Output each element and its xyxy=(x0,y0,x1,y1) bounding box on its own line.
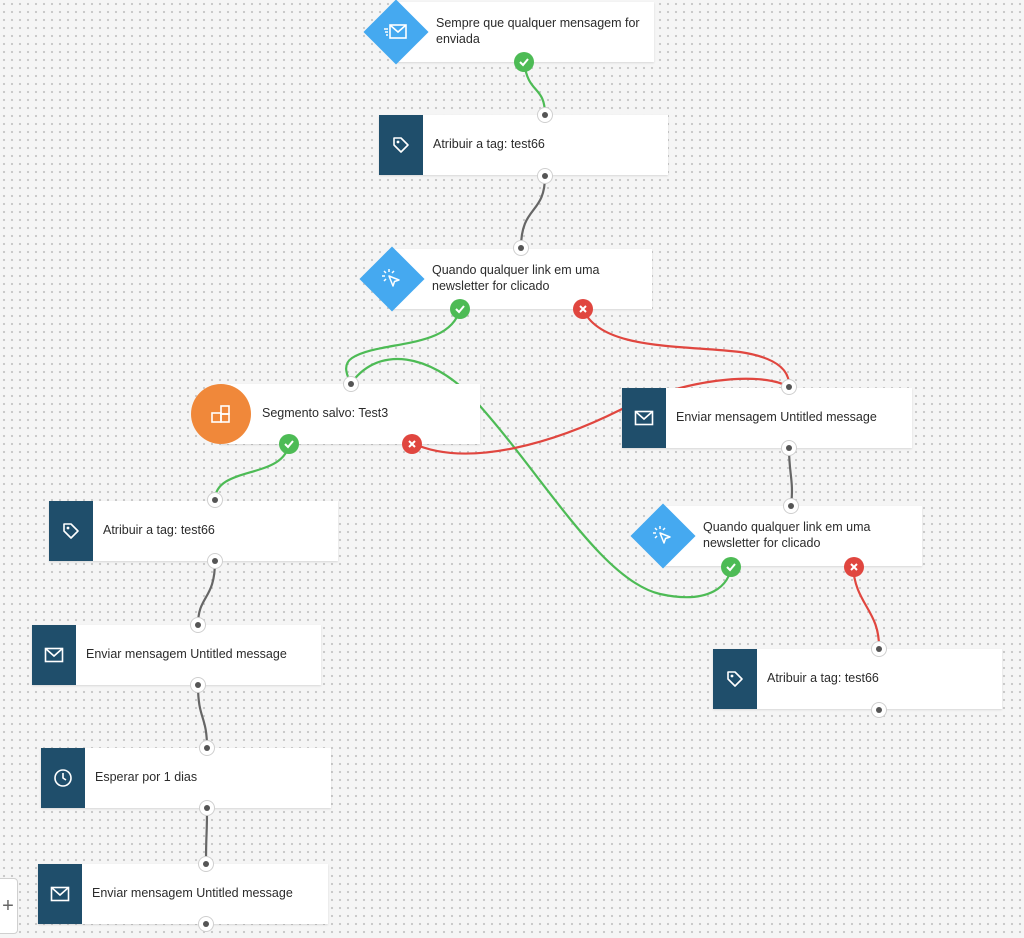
connector-linktrigger-no-to-send xyxy=(581,308,791,388)
yes-badge xyxy=(514,52,534,72)
envelope-icon xyxy=(634,410,654,426)
segment-condition-node[interactable]: Segmento salvo: Test3 xyxy=(220,384,480,444)
x-icon xyxy=(850,563,858,571)
node-label: Segmento salvo: Test3 xyxy=(262,406,389,421)
input-port[interactable] xyxy=(513,240,529,256)
segment-blocks-icon xyxy=(211,405,230,423)
node-label: Enviar mensagem Untitled message xyxy=(92,886,293,901)
input-port[interactable] xyxy=(871,641,887,657)
yes-badge xyxy=(721,557,741,577)
output-port[interactable] xyxy=(781,440,797,456)
connector-segment-yes-to-tag xyxy=(213,442,291,501)
yes-badge xyxy=(279,434,299,454)
node-label: Atribuir a tag: test66 xyxy=(433,137,545,152)
check-icon xyxy=(726,563,736,572)
connector-send-to-wait xyxy=(196,684,209,749)
trigger-message-sent-diamond xyxy=(363,0,429,65)
input-port[interactable] xyxy=(783,498,799,514)
tag-icon xyxy=(727,671,743,687)
node-label: Atribuir a tag: test66 xyxy=(103,523,215,538)
no-badge xyxy=(573,299,593,319)
envelope-icon-box xyxy=(38,864,82,924)
connector-tag-to-send xyxy=(196,560,217,626)
tag-icon-box xyxy=(49,501,93,561)
input-port[interactable] xyxy=(190,617,206,633)
envelope-icon-box xyxy=(32,625,76,685)
output-port[interactable] xyxy=(198,916,214,932)
tag-icon xyxy=(393,137,409,153)
trigger-link-click-diamond xyxy=(630,503,696,569)
cursor-click-icon xyxy=(653,526,671,544)
connector-linktrigger2-no-to-tag xyxy=(851,565,881,650)
tag-icon-box xyxy=(713,649,757,709)
output-port[interactable] xyxy=(871,702,887,718)
trigger-link-click-node[interactable]: Quando qualquer link em uma newsletter f… xyxy=(392,249,652,309)
input-port[interactable] xyxy=(781,379,797,395)
tag-action-node[interactable]: Atribuir a tag: test66 xyxy=(713,649,1002,709)
output-port[interactable] xyxy=(207,553,223,569)
node-label: Sempre que qualquer mensagem for enviada xyxy=(436,16,640,46)
output-port[interactable] xyxy=(199,800,215,816)
node-label: Esperar por 1 dias xyxy=(95,770,198,785)
connector-tag-to-linktrigger xyxy=(519,175,547,249)
tag-icon-box xyxy=(379,115,423,175)
cursor-click-icon xyxy=(382,269,400,287)
send-message-node[interactable]: Enviar mensagem Untitled message xyxy=(32,625,321,685)
yes-badge xyxy=(450,299,470,319)
trigger-link-click-diamond xyxy=(359,246,425,312)
node-label: Enviar mensagem Untitled message xyxy=(676,410,877,425)
node-label: Quando qualquer link em uma newsletter f… xyxy=(703,520,871,550)
connector-segment-no-to-send xyxy=(411,377,790,455)
node-label: Enviar mensagem Untitled message xyxy=(86,647,287,662)
x-icon xyxy=(408,440,416,448)
node-label: Atribuir a tag: test66 xyxy=(767,671,879,686)
check-icon xyxy=(284,440,294,449)
tag-action-node[interactable]: Atribuir a tag: test66 xyxy=(379,115,668,175)
check-icon xyxy=(519,58,529,67)
tag-icon xyxy=(63,523,79,539)
clock-icon-box xyxy=(41,748,85,808)
tag-action-node[interactable]: Atribuir a tag: test66 xyxy=(49,501,338,561)
input-port[interactable] xyxy=(199,740,215,756)
send-message-node[interactable]: Enviar mensagem Untitled message xyxy=(38,864,328,924)
no-badge xyxy=(844,557,864,577)
no-badge xyxy=(402,434,422,454)
check-icon xyxy=(455,305,465,314)
connector-linktrigger-yes-to-linktrigger2 xyxy=(351,358,733,599)
envelope-icon xyxy=(44,647,64,663)
wait-delay-node[interactable]: Esperar por 1 dias xyxy=(41,748,331,808)
output-port[interactable] xyxy=(190,677,206,693)
send-message-node[interactable]: Enviar mensagem Untitled message xyxy=(622,388,912,448)
input-port[interactable] xyxy=(343,376,359,392)
x-icon xyxy=(579,305,587,313)
output-port[interactable] xyxy=(537,168,553,184)
trigger-link-click-node[interactable]: Quando qualquer link em uma newsletter f… xyxy=(663,506,922,566)
input-port[interactable] xyxy=(537,107,553,123)
segment-circle xyxy=(191,384,251,444)
input-port[interactable] xyxy=(198,856,214,872)
zoom-in-button[interactable]: + xyxy=(0,878,18,934)
envelope-icon-box xyxy=(622,388,666,448)
input-port[interactable] xyxy=(207,492,223,508)
clock-icon xyxy=(54,769,72,787)
node-label: Quando qualquer link em uma newsletter f… xyxy=(432,263,600,293)
message-send-icon xyxy=(384,24,407,39)
envelope-icon xyxy=(50,886,70,902)
